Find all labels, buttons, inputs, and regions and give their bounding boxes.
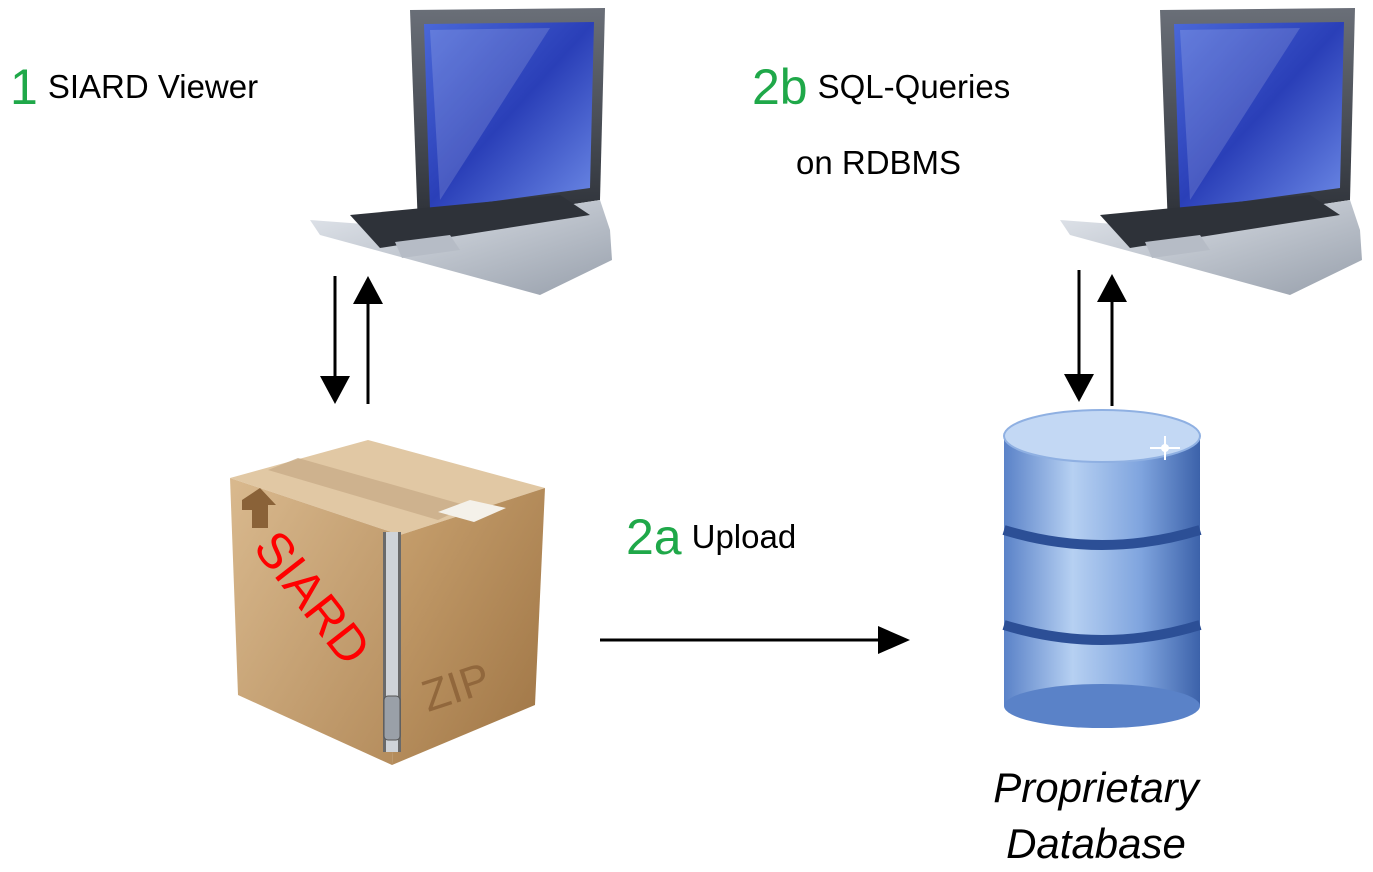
database-caption-line1: Proprietary bbox=[993, 764, 1199, 811]
step-text: SIARD Viewer bbox=[47, 68, 259, 105]
step-text: SQL-Queries bbox=[817, 68, 1011, 105]
step-text: Upload bbox=[691, 518, 797, 555]
step-2b-label-line2: on RDBMS bbox=[796, 144, 962, 181]
step-number: 2a bbox=[626, 509, 682, 565]
database-caption-line2: Database bbox=[1006, 820, 1186, 867]
arrow-pair-database bbox=[1064, 270, 1127, 406]
database-icon bbox=[1002, 409, 1202, 728]
arrow-pair-viewer bbox=[320, 276, 383, 404]
laptop-icon bbox=[1060, 8, 1362, 295]
step-number: 1 bbox=[10, 59, 38, 115]
laptop-icon bbox=[310, 8, 612, 295]
upload-arrow bbox=[600, 626, 910, 654]
step-number: 2b bbox=[752, 59, 808, 115]
zip-box-icon bbox=[230, 440, 545, 765]
